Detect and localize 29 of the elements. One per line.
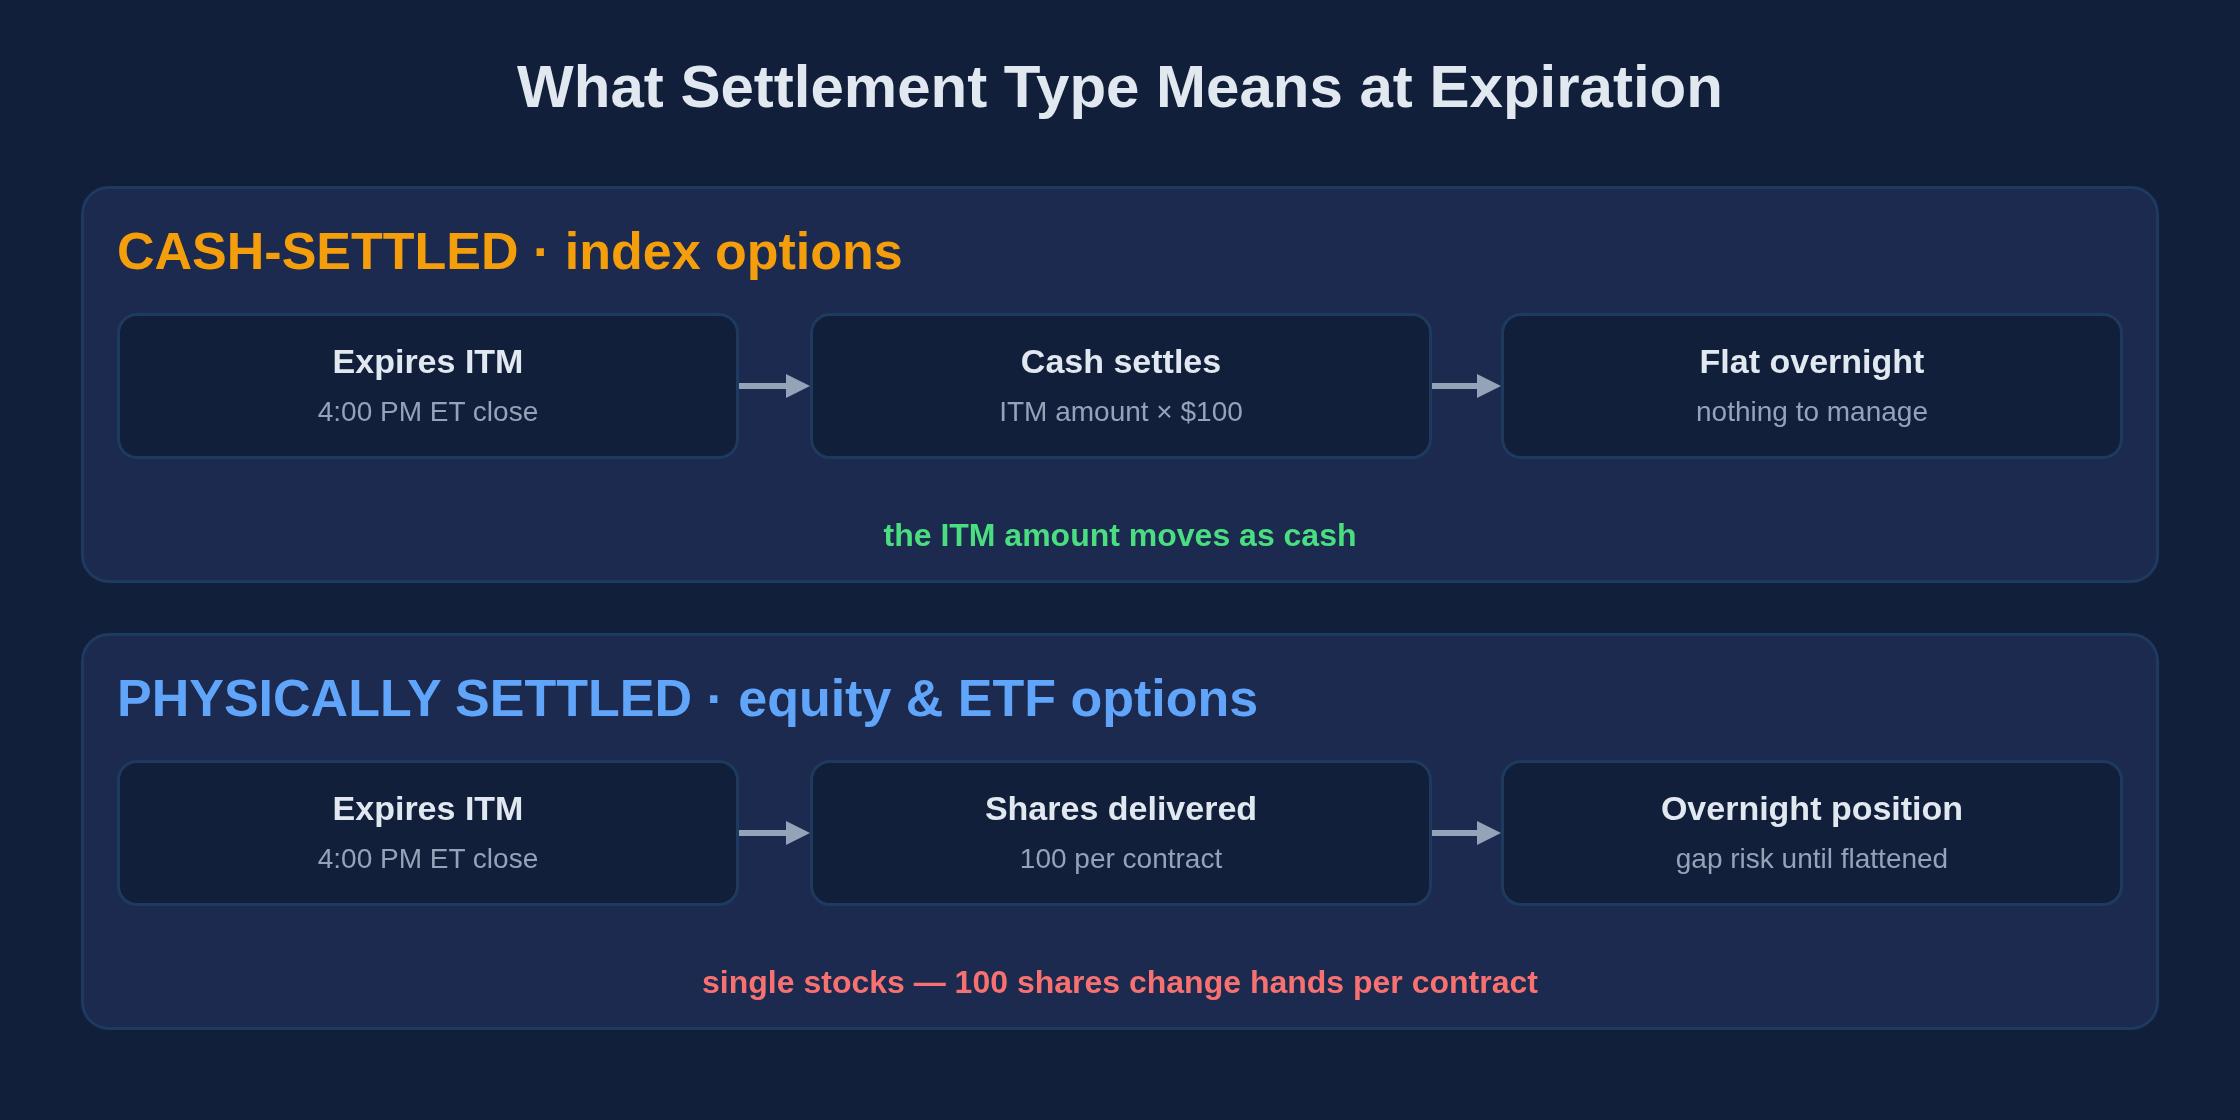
step-detail: 4:00 PM ET close xyxy=(317,842,539,876)
step-detail: gap risk until flattened xyxy=(1675,842,1949,876)
arrow xyxy=(1432,374,1501,398)
step-title: Overnight position xyxy=(1660,788,1964,828)
step-box xyxy=(1501,313,2123,459)
step-box xyxy=(810,760,1432,906)
step-box xyxy=(810,313,1432,459)
section-heading: PHYSICALLY SETTLED · equity & ETF options xyxy=(117,668,1259,729)
step-detail: 4:00 PM ET close xyxy=(317,395,539,429)
step-box xyxy=(117,760,739,906)
step-detail: ITM amount × $100 xyxy=(999,395,1243,429)
step-detail: nothing to manage xyxy=(1696,395,1928,429)
step-box xyxy=(1501,760,2123,906)
step-title: Cash settles xyxy=(1020,341,1222,381)
step-title: Shares delivered xyxy=(984,788,1258,828)
step-box xyxy=(117,313,739,459)
step-detail: 100 per contract xyxy=(1019,842,1223,876)
step-title: Expires ITM xyxy=(332,788,524,828)
section-panel xyxy=(81,186,2159,583)
step-title: Expires ITM xyxy=(332,341,524,381)
step-title: Flat overnight xyxy=(1699,341,1925,381)
arrow xyxy=(739,374,810,398)
arrow xyxy=(1432,821,1501,845)
diagram-title: What Settlement Type Means at Expiration xyxy=(517,52,1723,122)
arrow xyxy=(739,821,810,845)
section-heading: CASH-SETTLED · index options xyxy=(117,221,903,282)
section-note: the ITM amount moves as cash xyxy=(883,516,1357,555)
section-note: single stocks — 100 shares change hands per contract xyxy=(702,963,1538,1002)
section-panel xyxy=(81,633,2159,1030)
